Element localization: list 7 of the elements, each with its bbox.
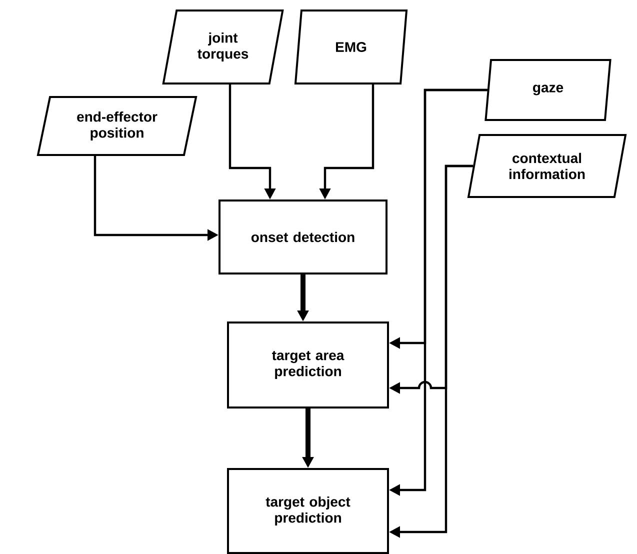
process-box: onset detection — [218, 200, 388, 274]
input-parallelogram: gaze — [484, 59, 612, 121]
input-parallelogram: joint torques — [162, 10, 284, 84]
process-box: target area prediction — [227, 322, 389, 408]
input-parallelogram: EMG — [294, 10, 408, 84]
process-box: target object prediction — [227, 468, 389, 554]
input-parallelogram: end-effector position — [36, 96, 198, 156]
